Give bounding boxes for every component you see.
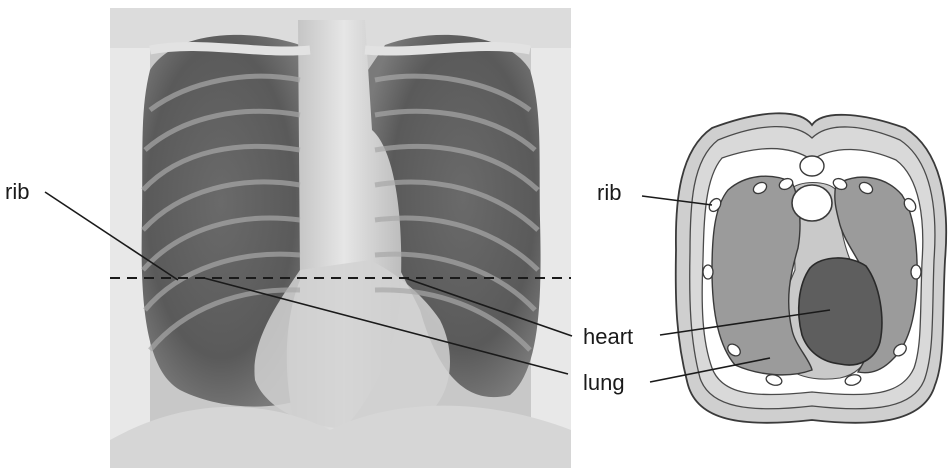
thorax-cross-section xyxy=(676,113,947,423)
heart-label: heart xyxy=(583,324,633,349)
vertebra-shape xyxy=(800,156,824,176)
xray-rib-label: rib xyxy=(5,179,29,204)
lung-label: lung xyxy=(583,370,625,395)
vertebral-body-shape xyxy=(792,185,832,221)
chest-xray-image xyxy=(110,8,571,468)
cross-rib-label: rib xyxy=(597,180,621,205)
